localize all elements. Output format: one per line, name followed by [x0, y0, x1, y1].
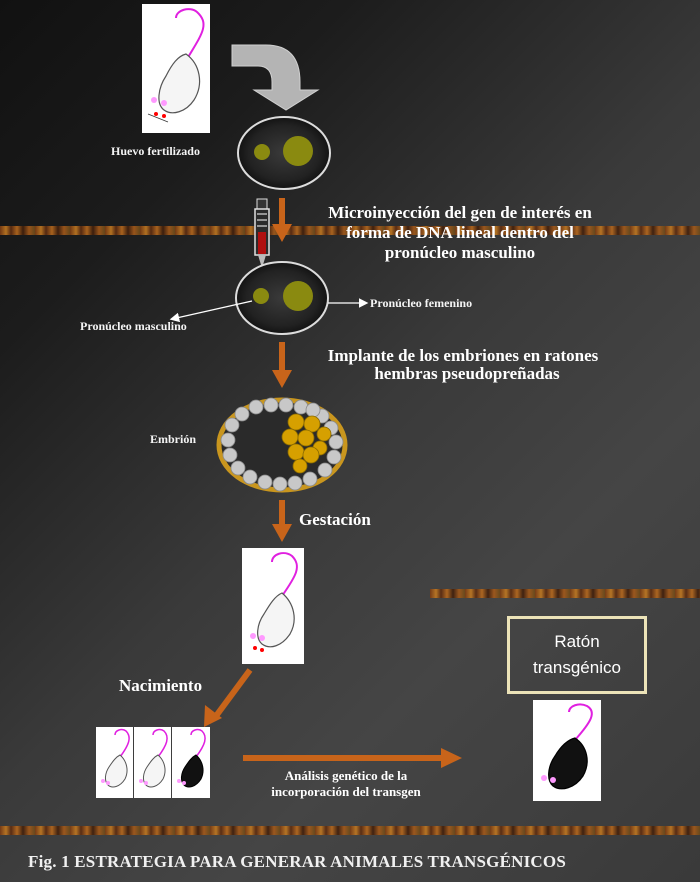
decorative-stripe-top — [0, 226, 700, 235]
implante-line-1: Implante de los embriones en ratones — [327, 346, 599, 365]
microinyeccion-line-3: pronúcleo masculino — [384, 243, 536, 262]
label-microinyeccion: Microinyección del gen de interés en for… — [295, 203, 625, 263]
label-huevo-fertilizado: Huevo fertilizado — [111, 144, 200, 158]
down-arrow-3 — [272, 500, 292, 542]
pronucleus-small — [254, 144, 270, 160]
embryo — [216, 397, 348, 493]
litter-mouse-1 — [96, 727, 133, 798]
syringe-icon — [254, 198, 270, 290]
label-pronucleo-masculino: Pronúcleo masculino — [80, 319, 187, 333]
litter-mouse-2 — [134, 727, 171, 798]
pronucleus-large — [283, 136, 313, 166]
transgenic-mouse-card — [533, 700, 601, 801]
label-embrion: Embrión — [150, 432, 197, 446]
mouse-card-top — [142, 4, 210, 133]
implante-line-2: hembras pseudopreñadas — [374, 364, 560, 383]
down-arrow-2 — [272, 342, 292, 388]
female-pronucleus — [283, 281, 313, 311]
male-pronucleus — [253, 288, 269, 304]
right-arrow — [243, 748, 462, 768]
fertilized-egg — [237, 116, 331, 190]
diagonal-arrow — [204, 668, 253, 727]
label-analisis: Análisis genético de la incorporación de… — [236, 768, 456, 800]
pointer-male — [169, 300, 253, 323]
decorative-stripe-mid — [430, 589, 700, 598]
raton-line-2: transgénico — [533, 658, 621, 677]
microinyeccion-line-2: forma de DNA lineal dentro del — [346, 223, 574, 242]
down-arrow-1 — [272, 198, 292, 242]
transgenic-mouse-box: Ratón transgénico — [507, 616, 647, 694]
microinyeccion-line-1: Microinyección del gen de interés en — [328, 203, 592, 222]
mouse-card-born — [242, 548, 304, 664]
label-gestacion: Gestación — [299, 510, 371, 529]
raton-line-1: Ratón — [554, 632, 600, 651]
decorative-stripe-bottom — [0, 826, 700, 835]
outer-cells — [220, 397, 344, 492]
inner-cell-mass — [281, 413, 332, 474]
injected-egg — [235, 261, 329, 335]
curved-arrow — [231, 44, 320, 111]
litter-mouse-3-transgenic — [172, 727, 210, 798]
label-pronucleo-femenino: Pronúcleo femenino — [370, 296, 473, 310]
label-implante: Implante de los embriones en ratones hem… — [293, 347, 633, 383]
figure-caption: Fig. 1 ESTRATEGIA PARA GENERAR ANIMALES … — [28, 852, 566, 871]
analisis-line-1: Análisis genético de la — [284, 768, 408, 783]
analisis-line-2: incorporación del transgen — [271, 784, 421, 799]
label-nacimiento: Nacimiento — [119, 676, 203, 695]
